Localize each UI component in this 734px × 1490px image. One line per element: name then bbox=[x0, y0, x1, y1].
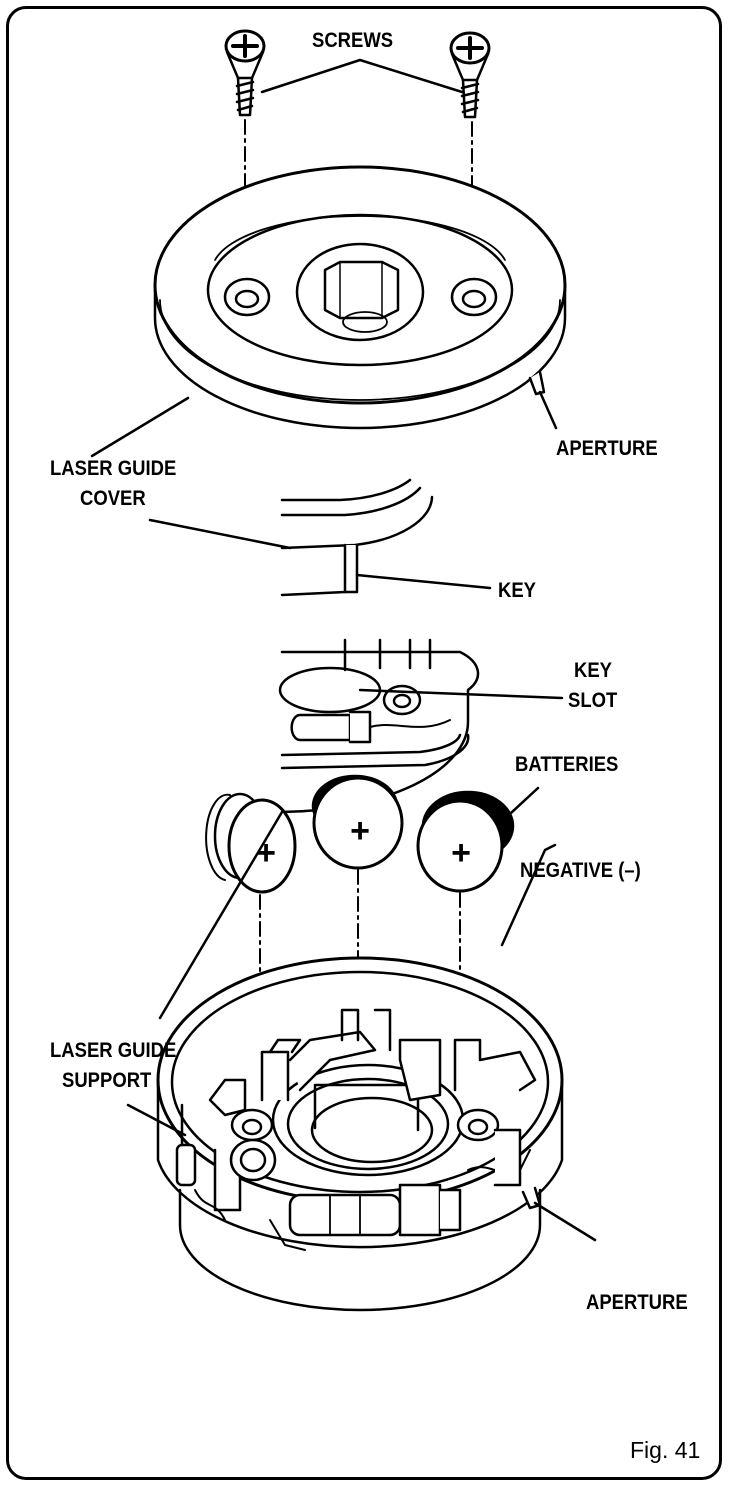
figure-number: Fig. 41 bbox=[630, 1437, 701, 1463]
aperture-bottom-leader bbox=[533, 1201, 597, 1242]
laser-guide-support-label-line2: SUPPORT bbox=[62, 1069, 152, 1092]
laser-guide-support-label-line1: LASER GUIDE bbox=[50, 1039, 177, 1062]
laser-guide-cover-leader-lower bbox=[148, 518, 292, 550]
aperture-top-label: APERTURE bbox=[556, 437, 658, 460]
laser-guide-cover-leader-upper bbox=[90, 396, 190, 458]
battery-left bbox=[205, 792, 297, 894]
laser-guide-cover bbox=[153, 165, 567, 430]
key-slot-label-line1: KEY bbox=[574, 659, 613, 682]
battery-middle-plus-sign: + bbox=[350, 812, 370, 850]
screws-leader bbox=[260, 58, 464, 94]
laser-guide-cover-label-line2: COVER bbox=[80, 487, 146, 510]
negative-leader bbox=[500, 843, 557, 947]
screw-right bbox=[449, 31, 491, 119]
battery-right-plus-sign: + bbox=[451, 834, 471, 872]
laser-guide-support bbox=[156, 956, 564, 1312]
aperture-bottom-label: APERTURE bbox=[586, 1291, 688, 1314]
negative-label: NEGATIVE (–) bbox=[520, 859, 641, 882]
screws-label: SCREWS bbox=[312, 29, 394, 52]
support-key-slot-detail bbox=[278, 638, 480, 814]
battery-left-plus-sign: + bbox=[256, 834, 276, 872]
key-label: KEY bbox=[498, 579, 537, 602]
laser-guide-support-leader-upper bbox=[158, 810, 284, 1020]
laser-guide-cover-label-line1: LASER GUIDE bbox=[50, 457, 177, 480]
screw-left bbox=[224, 29, 266, 117]
battery-right bbox=[416, 790, 515, 893]
batteries-leader bbox=[496, 786, 540, 827]
cover-key-detail bbox=[280, 478, 434, 597]
key-slot-label-line2: SLOT bbox=[568, 689, 618, 712]
key-slot-leader bbox=[358, 688, 564, 700]
laser-guide-support-leader-lower bbox=[126, 1103, 187, 1137]
battery-middle bbox=[311, 774, 404, 870]
aperture-top-leader bbox=[538, 390, 558, 430]
key-leader bbox=[355, 573, 492, 590]
batteries-label: BATTERIES bbox=[515, 753, 619, 776]
